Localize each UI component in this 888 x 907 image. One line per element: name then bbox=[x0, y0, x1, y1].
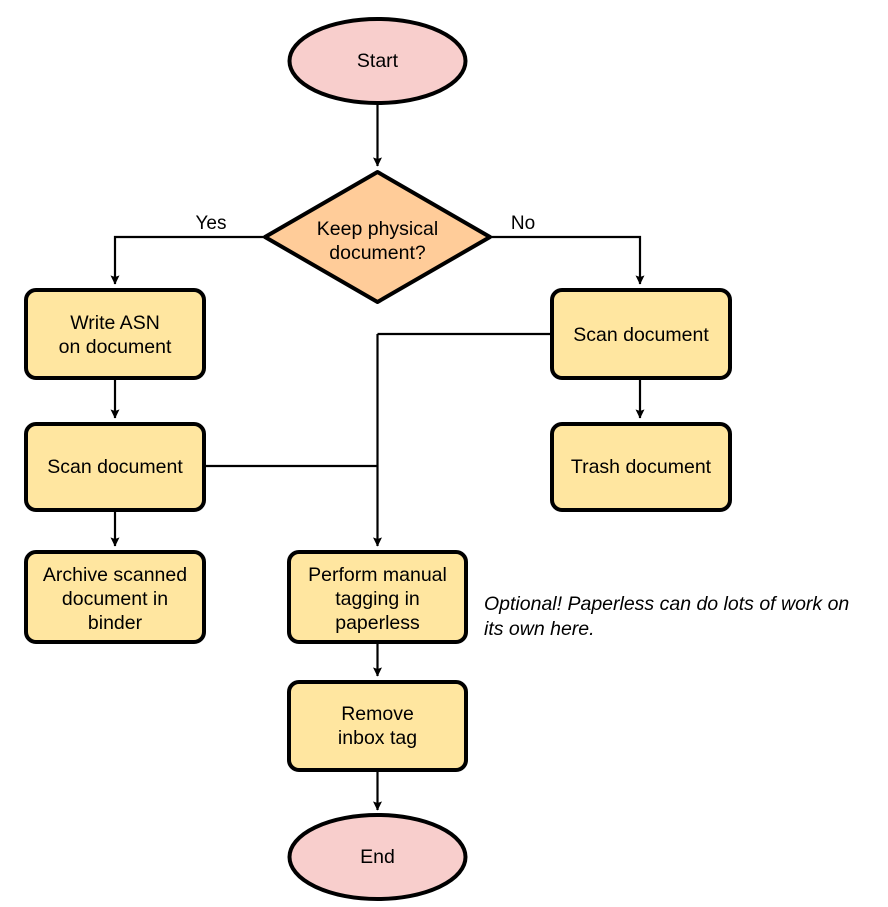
archive-rect-shape bbox=[24, 550, 206, 644]
write-asn-rect-shape bbox=[24, 288, 206, 380]
node-end[interactable]: End bbox=[287, 813, 468, 901]
remove-inbox-rect-shape bbox=[287, 680, 468, 772]
archive-label-line2: document in bbox=[62, 588, 168, 610]
manual-tagging-label-line3: paperless bbox=[335, 612, 420, 634]
start-label: Start bbox=[357, 50, 399, 72]
node-start[interactable]: Start bbox=[287, 17, 468, 105]
edges-layer bbox=[110, 103, 645, 811]
edge-label-no: No bbox=[511, 213, 535, 234]
scan-right-rect-shape bbox=[550, 288, 732, 380]
note-optional-line1: Optional! Paperless can do lots of work … bbox=[484, 593, 849, 615]
decision-label-line2: document? bbox=[329, 242, 426, 264]
start-ellipse-shape bbox=[287, 17, 468, 105]
write-asn-label-line2: on document bbox=[59, 336, 172, 358]
remove-inbox-label-line2: inbox tag bbox=[338, 727, 417, 749]
end-ellipse-shape bbox=[287, 813, 468, 901]
note-optional-paperless: Optional! Paperless can do lots of work … bbox=[484, 593, 849, 640]
edge-label-yes: Yes bbox=[196, 213, 227, 234]
manual-tagging-label-line1: Perform manual bbox=[308, 564, 447, 586]
node-scan-document-left[interactable]: Scan document bbox=[24, 422, 206, 512]
scan-left-label: Scan document bbox=[47, 456, 183, 478]
edge-decision-yes-to-write-asn bbox=[110, 235, 265, 285]
node-trash-document[interactable]: Trash document bbox=[550, 422, 732, 512]
trash-rect-shape bbox=[550, 422, 732, 512]
decision-diamond-shape bbox=[263, 170, 492, 304]
decision-label-line1: Keep physical bbox=[317, 218, 438, 240]
scan-left-rect-shape bbox=[24, 422, 206, 512]
node-perform-manual-tagging[interactable]: Perform manual tagging in paperless bbox=[287, 550, 468, 644]
archive-label-line3: binder bbox=[88, 612, 143, 634]
node-scan-document-right[interactable]: Scan document bbox=[550, 288, 732, 380]
remove-inbox-label-line1: Remove bbox=[341, 703, 414, 725]
note-optional-line2: its own here. bbox=[484, 618, 595, 640]
node-decision-keep-physical-document[interactable]: Keep physical document? bbox=[263, 170, 492, 304]
edge-labels-layer: Yes No bbox=[196, 213, 536, 234]
node-archive-scanned-document[interactable]: Archive scanned document in binder bbox=[24, 550, 206, 644]
edge-decision-no-to-scan-right bbox=[490, 235, 645, 285]
manual-tagging-rect-shape bbox=[287, 550, 468, 644]
archive-label-line1: Archive scanned bbox=[43, 564, 187, 586]
write-asn-label-line1: Write ASN bbox=[70, 312, 160, 334]
trash-label: Trash document bbox=[571, 456, 712, 478]
node-write-asn-on-document[interactable]: Write ASN on document bbox=[24, 288, 206, 380]
end-label: End bbox=[360, 846, 395, 868]
node-remove-inbox-tag[interactable]: Remove inbox tag bbox=[287, 680, 468, 772]
manual-tagging-label-line2: tagging in bbox=[335, 588, 420, 610]
scan-right-label: Scan document bbox=[573, 324, 709, 346]
